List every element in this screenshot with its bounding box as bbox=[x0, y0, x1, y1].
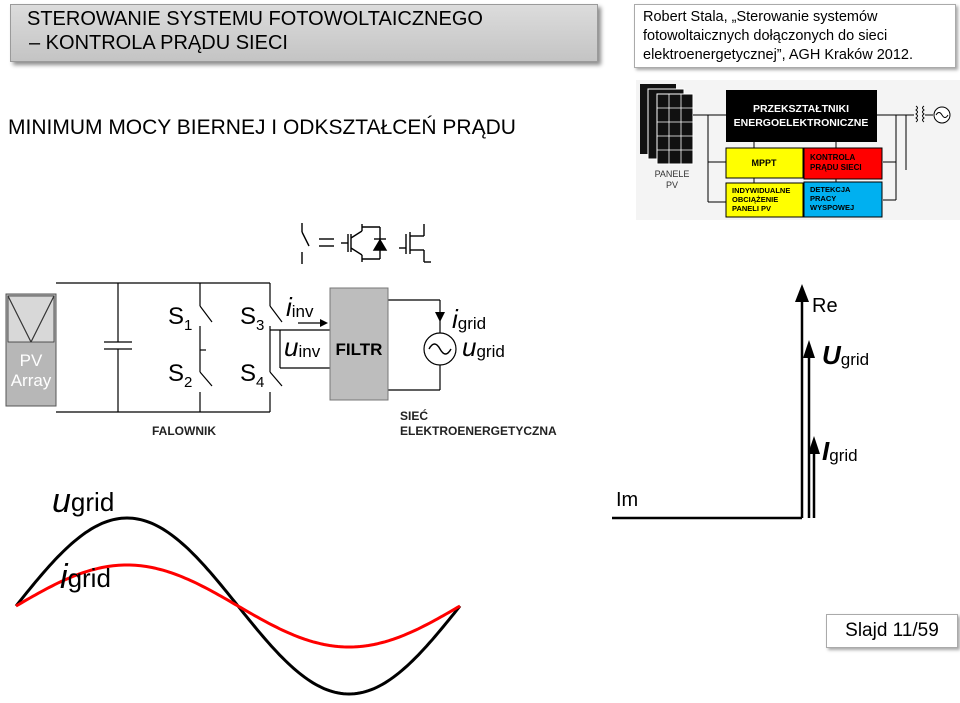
system-block-diagram: PANELE PV PRZEKSZTAŁTNIKI ENERGOELEKTRON… bbox=[636, 80, 960, 220]
mppt-label: MPPT bbox=[751, 158, 777, 168]
mosfet-icon bbox=[399, 224, 431, 263]
inverter-label: FALOWNIK bbox=[152, 424, 216, 438]
reference-box: Robert Stala, „Sterowanie systemów fotow… bbox=[634, 4, 956, 68]
slide-number: Slajd 11/59 bbox=[826, 614, 958, 648]
ideal-switch-icon bbox=[301, 223, 310, 264]
panels-label-1: PANELE bbox=[655, 169, 690, 179]
i-grid-wave-label: i bbox=[60, 558, 69, 596]
svg-text:ugrid: ugrid bbox=[52, 482, 114, 520]
re-label: Re bbox=[812, 295, 838, 317]
i-grid-sub: grid bbox=[458, 314, 486, 333]
u-inv-sub: inv bbox=[298, 342, 320, 361]
pv-array-block: PV Array bbox=[5, 293, 57, 407]
reference-line-2: fotowoltaicznych dołączonych do sieci bbox=[643, 28, 888, 44]
island-line-3: WYSPOWEJ bbox=[810, 203, 854, 212]
u-grid-phasor bbox=[803, 340, 815, 518]
phasor-diagram: Re Im Ugrid Igrid bbox=[612, 284, 869, 520]
converter-block bbox=[726, 90, 877, 142]
im-label: Im bbox=[616, 489, 638, 511]
filter-label: FILTR bbox=[336, 340, 383, 359]
grid-current-control-block bbox=[803, 147, 883, 180]
title-line-1: STEROWANIE SYSTEMU FOTOWOLTAICZNEGO bbox=[27, 8, 483, 30]
grid-label-1: SIEĆ bbox=[400, 408, 428, 423]
pv-label-1: PV bbox=[20, 351, 43, 370]
s4-label: S bbox=[240, 360, 256, 387]
svg-text:Ugrid: Ugrid bbox=[822, 340, 869, 370]
i-inv-label: i bbox=[286, 292, 293, 322]
panels-label-2: PV bbox=[666, 180, 678, 190]
svg-text:S4: S4 bbox=[240, 360, 264, 391]
u-grid-wave-sub: grid bbox=[71, 487, 114, 517]
svg-text:S1: S1 bbox=[168, 303, 192, 334]
grid-source-icon bbox=[423, 332, 457, 366]
svg-text:uinv: uinv bbox=[284, 332, 321, 362]
i-inv-sub: inv bbox=[292, 302, 314, 321]
s4-sub: 4 bbox=[256, 374, 264, 391]
i-grid-label: i bbox=[452, 304, 459, 334]
svg-text:igrid: igrid bbox=[452, 304, 486, 334]
grid-control-line-1: KONTROLA bbox=[810, 153, 856, 162]
s3-label: S bbox=[240, 303, 256, 330]
s2-label: S bbox=[168, 360, 184, 387]
i-grid-waveform bbox=[15, 563, 461, 649]
load-line-3: PANELI PV bbox=[732, 204, 771, 213]
title-line-2: – KONTROLA PRĄDU SIECI bbox=[29, 32, 288, 54]
transformer-icon bbox=[915, 105, 933, 123]
switch-symbols bbox=[301, 223, 431, 264]
pv-label-2: Array bbox=[11, 371, 52, 390]
grid-control-line-2: PRĄDU SIECI bbox=[810, 163, 862, 172]
u-grid-phasor-sub: grid bbox=[841, 350, 869, 369]
svg-text:ugrid: ugrid bbox=[462, 332, 505, 362]
igbt-diode-icon bbox=[341, 224, 388, 262]
svg-text:S2: S2 bbox=[168, 360, 192, 391]
reference-line-1: Robert Stala, „Sterowanie systemów bbox=[643, 9, 878, 25]
inverter-circuit: PV Array FILTR S1 S2 S3 S4 bbox=[5, 282, 557, 438]
i-grid-phasor-label: I bbox=[822, 436, 830, 466]
individual-load-block bbox=[725, 182, 804, 218]
svg-text:S3: S3 bbox=[240, 303, 264, 334]
i-grid-phasor-sub: grid bbox=[829, 446, 857, 465]
slide-subtitle: MINIMUM MOCY BIERNEJ I ODKSZTAŁCEŃ PRĄDU bbox=[8, 116, 516, 139]
u-grid-phasor-label: U bbox=[822, 340, 842, 370]
i-grid-phasor bbox=[808, 436, 820, 518]
svg-text:igrid: igrid bbox=[60, 558, 111, 596]
island-detection-block bbox=[803, 181, 883, 218]
grid-label-2: ELEKTROENERGETYCZNA bbox=[400, 424, 557, 438]
svg-text:iinv: iinv bbox=[286, 292, 314, 322]
u-inv-label: u bbox=[284, 332, 298, 362]
s3-sub: 3 bbox=[256, 317, 264, 334]
island-line-2: PRACY bbox=[810, 194, 836, 203]
ac-source-icon bbox=[933, 106, 951, 124]
u-grid-sub: grid bbox=[476, 342, 504, 361]
s2-sub: 2 bbox=[184, 374, 192, 391]
island-line-1: DETEKCJA bbox=[810, 185, 851, 194]
equals-icon bbox=[319, 238, 334, 247]
u-grid-label: u bbox=[462, 332, 476, 362]
u-grid-wave-label: u bbox=[52, 482, 71, 520]
real-axis bbox=[795, 284, 809, 518]
reference-line-3: elektroenergetycznej”, AGH Kraków 2012. bbox=[643, 47, 913, 63]
s1-label: S bbox=[168, 303, 184, 330]
pv-panels-icon bbox=[640, 84, 694, 165]
load-line-1: INDYWIDUALNE bbox=[732, 186, 790, 195]
mppt-block bbox=[725, 147, 804, 179]
svg-text:Igrid: Igrid bbox=[822, 436, 858, 466]
converter-line-1: PRZEKSZTAŁTNIKI bbox=[753, 103, 849, 115]
s1-sub: 1 bbox=[184, 317, 192, 334]
converter-line-2: ENERGOELEKTRONICZNE bbox=[734, 117, 869, 129]
filter-block bbox=[329, 287, 389, 401]
slide-title: STEROWANIE SYSTEMU FOTOWOLTAICZNEGO – KO… bbox=[10, 4, 598, 62]
waveforms: ugrid igrid bbox=[14, 482, 462, 696]
i-grid-wave-sub: grid bbox=[68, 563, 111, 593]
load-line-2: OBCIĄŻENIE bbox=[732, 195, 778, 204]
pv-cell-icon bbox=[7, 295, 55, 343]
